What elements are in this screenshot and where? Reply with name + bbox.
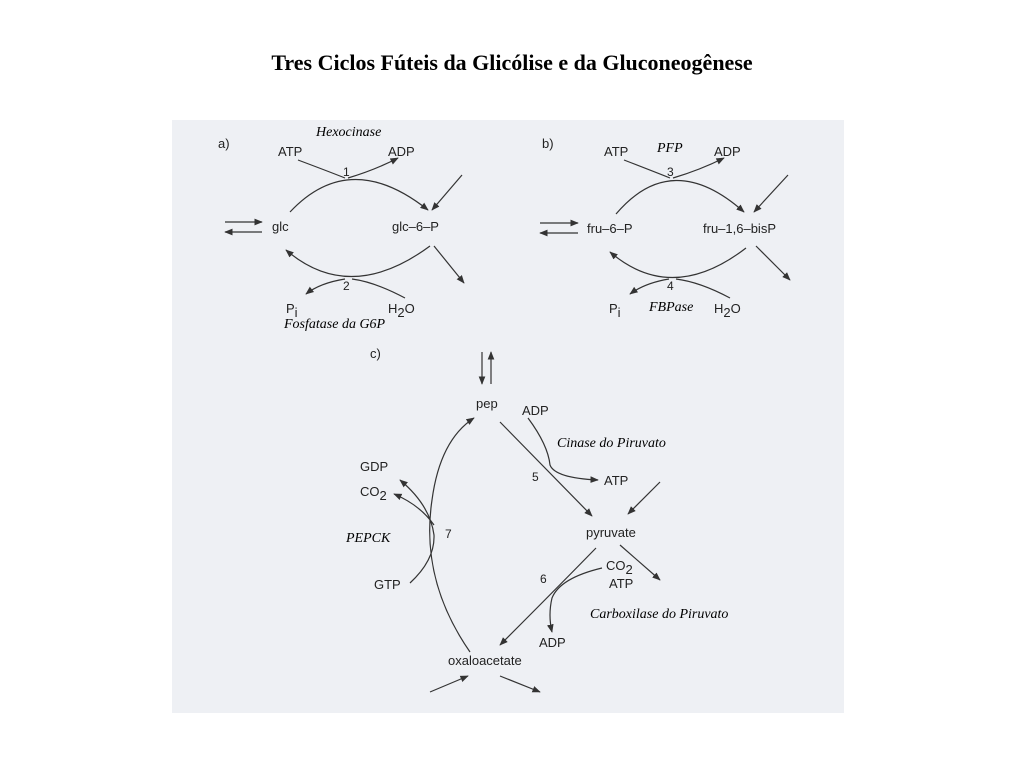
panel-a-label: a): [218, 136, 230, 151]
panel-a-arrow-bottom-arc: [285, 245, 431, 278]
panel-c-co2-release: [393, 493, 435, 526]
enzyme-fosfatase-g6p: Fosfatase da G6P: [283, 317, 386, 332]
panel-a-glc: glc: [272, 219, 289, 234]
diagram-scan-background: [172, 120, 844, 713]
panel-c-step-6: 6: [540, 572, 547, 586]
page-title: Tres Ciclos Fúteis da Glicólise e da Glu…: [271, 50, 753, 75]
panel-a-atp: ATP: [278, 144, 302, 159]
panel-b-arrow-bottom-arc: [609, 247, 747, 279]
panel-b: b) PFP ATP ADP 3 fru–6–P fru–1,6–bisP 4 …: [539, 136, 791, 320]
panel-b-atp-in: [623, 159, 671, 179]
enzyme-carboxilase-piruvato: Carboxilase do Piruvato: [590, 607, 728, 622]
panel-c-co2-atp-to-adp: [546, 567, 603, 633]
panel-c-arrow-pep-pyruvate: [499, 421, 593, 517]
panel-a: a) Hexocinase ATP ADP 1 glc glc–6–P 2 Pi…: [218, 125, 465, 332]
panel-a-diag-out: [433, 245, 465, 284]
panel-a-diag-in: [431, 174, 463, 211]
panel-c-gtp-to-gdp: [399, 479, 435, 584]
panel-b-fru16bisp: fru–1,6–bisP: [703, 221, 776, 236]
panel-a-glc6p: glc–6–P: [392, 219, 439, 234]
panel-c-co2-left: CO2: [360, 484, 387, 503]
panel-c-gdp: GDP: [360, 459, 388, 474]
panel-c-adp-top: ADP: [522, 403, 549, 418]
panel-c-co2-right: CO2: [606, 558, 633, 577]
panel-b-arrow-top-arc: [615, 180, 745, 215]
panel-a-adp-out: [347, 157, 399, 179]
panel-c-step-7: 7: [445, 527, 452, 541]
panel-a-step-1: 1: [343, 165, 350, 179]
enzyme-pfp: PFP: [656, 141, 683, 156]
panel-a-pi-out: [305, 278, 346, 295]
enzyme-hexocinase: Hexocinase: [315, 125, 381, 140]
panel-c: c) pep ADP Cinase do Piruvato 5 ATP GDP …: [345, 346, 728, 693]
panel-a-h2o-in: [351, 278, 406, 299]
panel-a-h2o: H2O: [388, 301, 415, 320]
panel-a-step-2: 2: [343, 279, 350, 293]
panel-c-oxaloacetate-in: [429, 675, 469, 693]
enzyme-fbpase: FBPase: [648, 300, 693, 315]
panel-a-adp: ADP: [388, 144, 415, 159]
panel-c-oxaloacetate: oxaloacetate: [448, 653, 522, 668]
panel-b-adp: ADP: [714, 144, 741, 159]
panel-b-diag-out: [755, 245, 791, 281]
enzyme-pepck: PEPCK: [345, 531, 391, 546]
panel-b-pi: Pi: [609, 301, 621, 320]
panel-c-atp-mid: ATP: [604, 473, 628, 488]
panel-b-fru6p: fru–6–P: [587, 221, 633, 236]
panel-c-gtp: GTP: [374, 577, 401, 592]
panel-b-step-3: 3: [667, 165, 674, 179]
panel-b-pi-out: [629, 278, 670, 295]
panel-c-pyruvate: pyruvate: [586, 525, 636, 540]
panel-a-pi: Pi: [286, 301, 298, 320]
panel-b-h2o-in: [675, 278, 731, 299]
panel-b-atp: ATP: [604, 144, 628, 159]
panel-b-adp-out: [672, 157, 725, 179]
panel-c-adp-to-atp: [527, 417, 599, 484]
panel-c-pyruvate-in: [627, 481, 661, 515]
panel-c-oxaloacetate-out: [499, 675, 541, 693]
panel-c-pep: pep: [476, 396, 498, 411]
panel-a-atp-in: [297, 159, 346, 179]
panel-c-step-5: 5: [532, 470, 539, 484]
panel-b-label: b): [542, 136, 554, 151]
panel-c-atp-right: ATP: [609, 576, 633, 591]
panel-b-step-4: 4: [667, 279, 674, 293]
panel-c-label: c): [370, 346, 381, 361]
panel-a-arrow-top-arc: [289, 178, 429, 213]
enzyme-cinase-piruvato: Cinase do Piruvato: [557, 436, 666, 451]
panel-c-arrow-pyruvate-oxaloacetate: [499, 547, 597, 646]
panel-b-h2o: H2O: [714, 301, 741, 320]
panel-c-arrow-oxaloacetate-pep: [429, 417, 475, 653]
panel-c-adp-bottom: ADP: [539, 635, 566, 650]
panel-c-pyruvate-out: [619, 544, 661, 581]
panel-b-diag-in: [753, 174, 789, 213]
